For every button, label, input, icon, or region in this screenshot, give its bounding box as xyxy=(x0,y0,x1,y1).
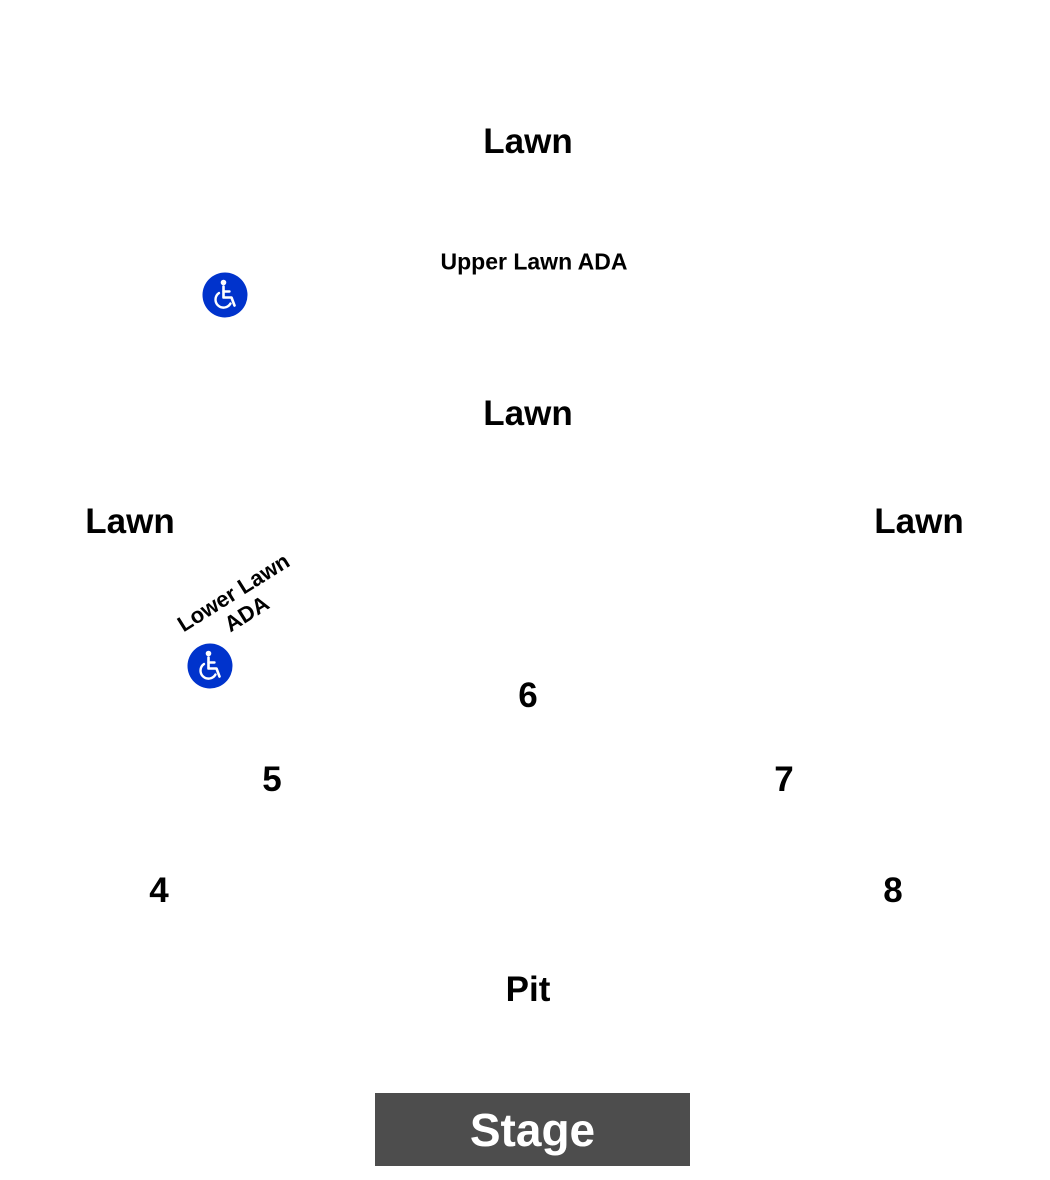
section-lawn-top[interactable]: Lawn xyxy=(483,122,573,161)
section-lawn-right[interactable]: Lawn xyxy=(874,502,964,541)
section-5[interactable]: 5 xyxy=(262,760,282,799)
wheelchair-accessible-icon xyxy=(187,643,233,689)
section-pit[interactable]: Pit xyxy=(505,970,551,1009)
section-upper-lawn-ada[interactable]: Upper Lawn ADA xyxy=(440,248,628,275)
section-lower-lawn-ada[interactable]: Lower Lawn ADA xyxy=(173,548,307,658)
section-4[interactable]: 4 xyxy=(149,871,169,910)
stage: Stage xyxy=(375,1093,690,1166)
section-lawn-left[interactable]: Lawn xyxy=(85,502,175,541)
stage-label: Stage xyxy=(469,1103,596,1156)
section-lawn-middle[interactable]: Lawn xyxy=(483,394,573,433)
section-6[interactable]: 6 xyxy=(518,676,538,715)
wheelchair-accessible-icon xyxy=(202,272,248,318)
section-7[interactable]: 7 xyxy=(774,760,794,799)
section-8[interactable]: 8 xyxy=(883,871,903,910)
